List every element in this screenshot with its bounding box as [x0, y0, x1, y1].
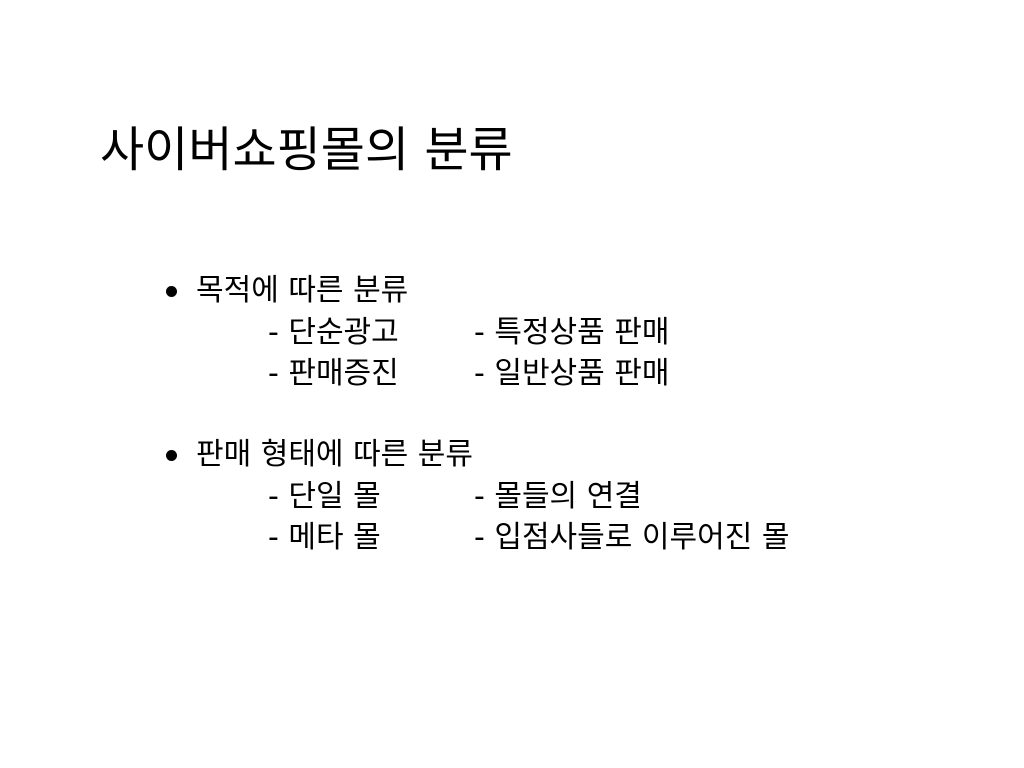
- sub-row: - 메타 몰 - 입점사들로 이루어진 몰: [166, 517, 946, 558]
- slide-title: 사이버쇼핑몰의 분류: [100, 122, 513, 178]
- section-purpose: 목적에 따른 분류 - 단순광고 - 특정상품 판매 - 판매증진 - 일반상품…: [166, 270, 946, 394]
- sub-row: - 판매증진 - 일반상품 판매: [166, 353, 946, 394]
- section-heading: 판매 형태에 따른 분류: [196, 437, 474, 472]
- sub-item: - 일반상품 판매: [474, 356, 670, 391]
- section-sales-type: 판매 형태에 따른 분류 - 단일 몰 - 몰들의 연결 - 메타 몰 - 입점…: [166, 434, 946, 558]
- sub-item: - 특정상품 판매: [474, 315, 670, 350]
- sub-item: - 판매증진: [268, 356, 399, 391]
- sub-item: - 몰들의 연결: [474, 479, 642, 514]
- bullet-item: 목적에 따른 분류: [166, 270, 946, 312]
- sub-item: - 단순광고: [268, 315, 399, 350]
- sub-item: - 단일 몰: [268, 479, 381, 514]
- sub-item: - 입점사들로 이루어진 몰: [474, 520, 790, 555]
- bullet-dot-icon: [166, 286, 177, 297]
- bullet-item: 판매 형태에 따른 분류: [166, 434, 946, 476]
- section-heading: 목적에 따른 분류: [196, 273, 409, 308]
- sub-row: - 단순광고 - 특정상품 판매: [166, 312, 946, 353]
- sub-row: - 단일 몰 - 몰들의 연결: [166, 476, 946, 517]
- bullet-dot-icon: [166, 450, 177, 461]
- sub-item: - 메타 몰: [268, 520, 381, 555]
